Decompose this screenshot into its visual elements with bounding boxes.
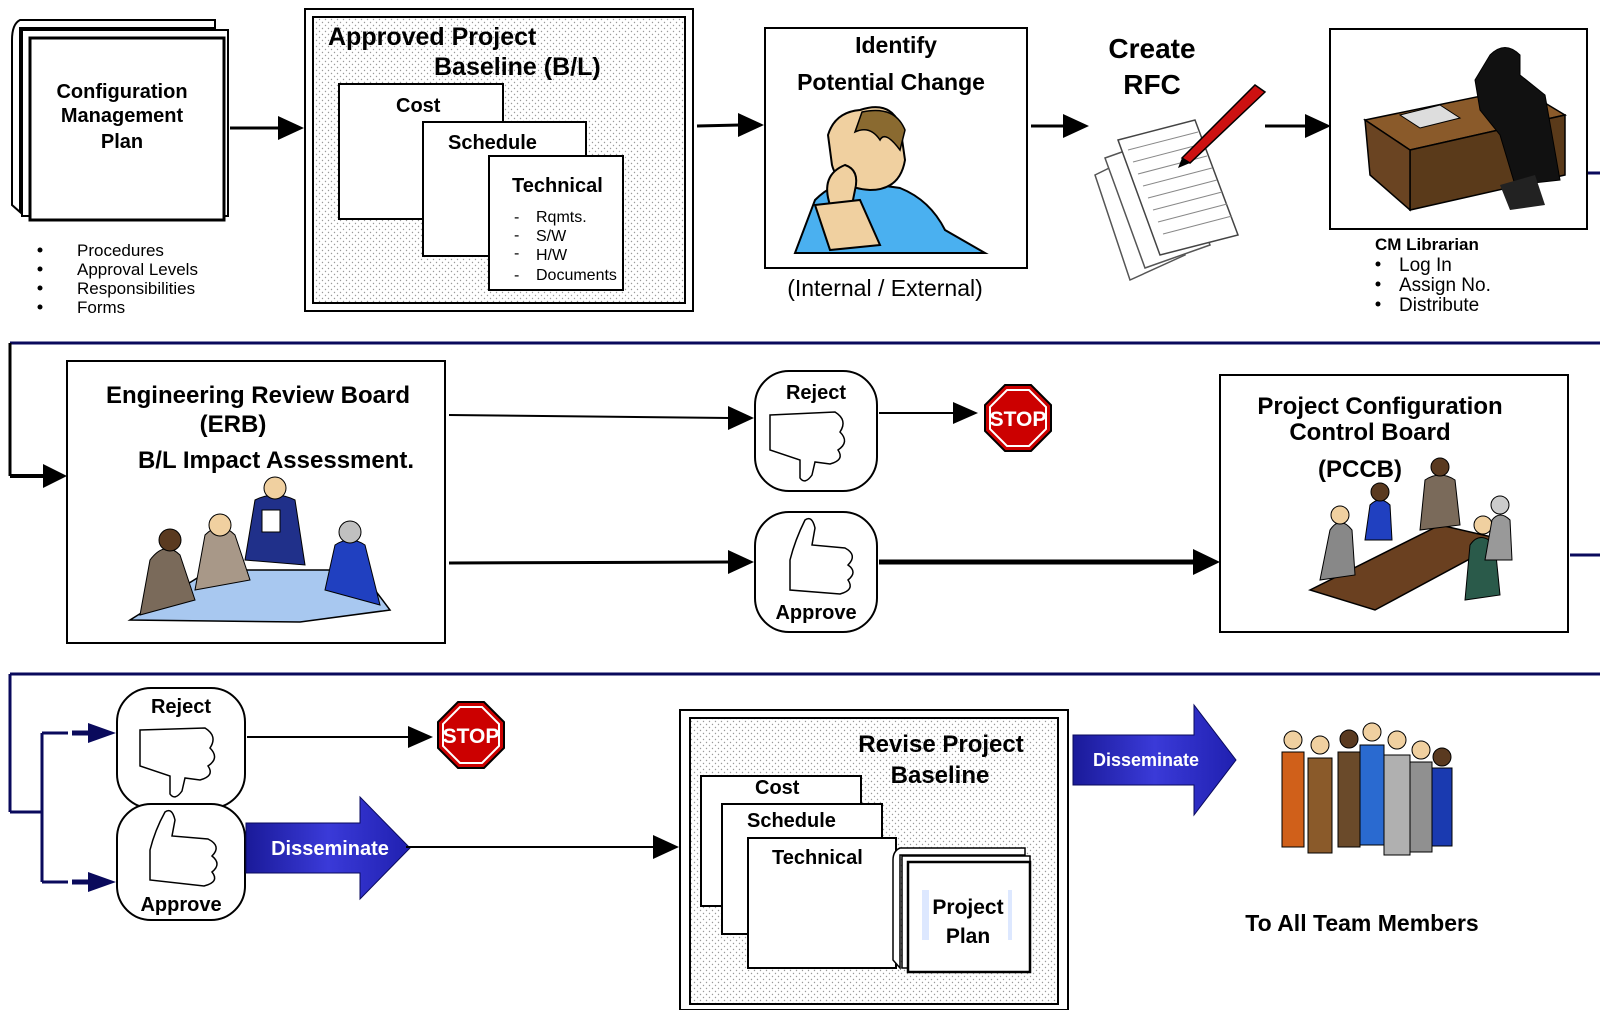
arrow-head: [278, 116, 304, 140]
tech-item-hw: H/W: [536, 247, 568, 264]
board-meeting-icon: [1307, 457, 1513, 611]
baseline-title-2: Baseline (B/L): [434, 53, 601, 81]
technical-sheet: [488, 155, 624, 291]
baseline-title-1: Approved Project: [328, 23, 537, 51]
technical-label: Technical: [772, 847, 863, 869]
svg-text:-: -: [514, 227, 519, 244]
technical-sheet: [747, 837, 897, 969]
reject-label: Reject: [151, 696, 211, 718]
svg-text:-: -: [514, 245, 519, 262]
technical-label: Technical: [512, 175, 603, 197]
bullet-procedures: Procedures: [77, 241, 164, 260]
tech-item-documents: Documents: [536, 267, 617, 284]
project-plan-document: Project Plan: [892, 847, 1032, 974]
librarian-bullets: Log In Assign No. Distribute: [1375, 255, 1491, 316]
revise-baseline-box: Revise Project Baseline Cost Schedule Te…: [679, 709, 1069, 1010]
arrow-head: [728, 550, 754, 574]
arrow-head: [653, 835, 679, 859]
arrow-head: [1063, 114, 1089, 138]
cm-plan-title-3: Plan: [101, 131, 143, 153]
disseminate-arrow: Disseminate: [245, 795, 411, 901]
disseminate-arrow: Disseminate: [1072, 703, 1237, 817]
row2-connector: [8, 341, 1600, 488]
arrow-head: [728, 406, 754, 430]
pccb-title-3: (PCCB): [1318, 456, 1402, 483]
bullet-approval-levels: Approval Levels: [77, 260, 198, 279]
bullet-distribute: Distribute: [1399, 295, 1479, 316]
approve-label: Approve: [775, 602, 856, 624]
pccb-box: Project Configuration Control Board (PCC…: [1219, 374, 1569, 633]
erb-box: Engineering Review Board (ERB) B/L Impac…: [66, 360, 446, 644]
stop-sign-icon: STOP: [984, 384, 1052, 452]
schedule-label: Schedule: [747, 810, 836, 832]
thumbs-up-icon: [149, 809, 218, 887]
rfc-papers-icon: [1094, 84, 1267, 282]
identify-title-2: Potential Change: [797, 69, 985, 95]
svg-text:-: -: [514, 209, 519, 226]
row3-connector: [8, 672, 1600, 892]
cost-label: Cost: [755, 777, 800, 799]
arrow-head: [1305, 114, 1331, 138]
stop-sign-icon: STOP: [437, 701, 505, 769]
identify-caption: (Internal / External): [787, 275, 983, 301]
librarian-desk-icon: [1363, 47, 1567, 212]
rfc-title-1: Create: [1108, 33, 1195, 64]
arrow-head: [408, 726, 433, 748]
bullet-responsibilities: Responsibilities: [77, 279, 195, 298]
cm-librarian-box: [1329, 28, 1588, 230]
erb-title-1: Engineering Review Board: [106, 382, 410, 409]
thumbs-down-icon: [139, 727, 216, 798]
plan-title-1: Project: [932, 896, 1003, 919]
arrow-head: [738, 113, 764, 137]
bullet-assign-no: Assign No.: [1399, 275, 1491, 296]
reject-badge: Reject: [116, 687, 246, 809]
team-caption: To All Team Members: [1245, 910, 1478, 936]
svg-text:-: -: [514, 267, 519, 284]
arrow-head: [953, 402, 978, 424]
meeting-people-icon: [127, 476, 392, 623]
rfc-title-2: RFC: [1123, 69, 1181, 100]
approve-label: Approve: [140, 894, 221, 916]
erb-title-2: (ERB): [200, 411, 267, 438]
tech-item-sw: S/W: [536, 228, 567, 245]
arrow-head: [1193, 549, 1220, 575]
stop-label: STOP: [443, 725, 500, 748]
reject-badge: Reject: [754, 370, 878, 492]
disseminate-label: Disseminate: [1093, 750, 1199, 770]
approve-badge: Approve: [754, 511, 878, 633]
pccb-title-1: Project Configuration: [1257, 393, 1502, 420]
thinking-person-icon: [793, 106, 989, 254]
revise-title-1: Revise Project: [858, 731, 1023, 758]
identify-change-box: Identify Potential Change: [764, 27, 1028, 269]
approved-baseline-box: Approved Project Baseline (B/L) Cost Sch…: [304, 8, 694, 312]
bullet-forms: Forms: [77, 298, 125, 317]
approve-badge: Approve: [116, 803, 246, 921]
cm-plan-bullets: Procedures Approval Levels Responsibilit…: [37, 241, 198, 317]
thumbs-down-icon: [769, 411, 846, 482]
identify-title-1: Identify: [855, 32, 937, 58]
reject-label: Reject: [786, 382, 846, 404]
team-members-icon: [1281, 722, 1453, 856]
tech-item-rqmts: Rqmts.: [536, 209, 587, 226]
cm-plan-title-1: Configuration: [56, 81, 187, 103]
schedule-label: Schedule: [448, 132, 537, 154]
pccb-title-2: Control Board: [1289, 419, 1450, 446]
cost-label: Cost: [396, 95, 441, 117]
stop-label: STOP: [990, 408, 1047, 431]
erb-title-3: B/L Impact Assessment.: [138, 447, 414, 474]
bullet-log-in: Log In: [1399, 255, 1452, 276]
revise-title-2: Baseline: [891, 762, 990, 789]
librarian-title: CM Librarian: [1375, 235, 1479, 254]
cm-plan-title-2: Management: [61, 105, 184, 127]
cm-plan-document: Configuration Management Plan: [11, 19, 229, 222]
thumbs-up-icon: [789, 517, 854, 595]
disseminate-label: Disseminate: [271, 838, 389, 860]
plan-title-2: Plan: [946, 925, 990, 948]
